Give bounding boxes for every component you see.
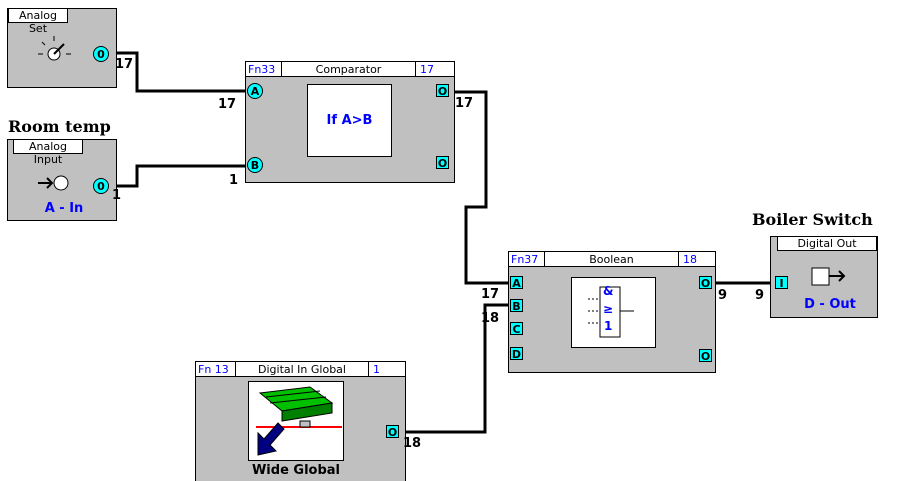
boolean-out-port-2[interactable]: O: [699, 349, 712, 363]
boolean-fn: Fn37: [509, 252, 545, 266]
digital-in-global-out-port[interactable]: O: [386, 425, 399, 439]
digital-out-title: Digital Out: [777, 236, 877, 251]
boolean-out-value: 9: [718, 288, 728, 303]
digital-in-global-num: 1: [373, 363, 380, 376]
analog-input-out-port[interactable]: 0: [93, 178, 109, 194]
wire-global-to-boolean-b: [404, 303, 509, 434]
boolean-port-b[interactable]: B: [510, 299, 523, 313]
comparator-in-a-value: 17: [218, 97, 237, 112]
wire-comparator-to-boolean-a: [453, 90, 509, 285]
wire-analog-set-to-comparator-a: [113, 51, 247, 93]
digital-in-global-header: Fn 13 Digital In Global 1: [196, 362, 405, 377]
digital-out-in-value: 9: [755, 288, 765, 303]
comparator-expression: If A>B: [326, 113, 373, 128]
boolean-in-a-value: 17: [481, 287, 500, 302]
analog-set-title: Analog Set: [8, 8, 68, 35]
gate-one-symbol: 1: [604, 319, 613, 333]
comparator-num: 17: [420, 63, 434, 76]
boolean-header: Fn37 Boolean 18: [509, 252, 715, 267]
global-network-icon: [256, 386, 342, 456]
analog-set-out-port[interactable]: 0: [93, 46, 109, 62]
boolean-port-c[interactable]: C: [510, 322, 523, 336]
wire-analog-input-to-comparator-b: [113, 164, 247, 188]
comparator-port-b[interactable]: B: [247, 157, 263, 173]
digital-in-global-label: Wide Global: [251, 463, 341, 478]
boiler-switch-label: Boiler Switch: [752, 210, 873, 229]
boolean-out-port-1[interactable]: O: [699, 276, 712, 290]
comparator-port-a[interactable]: A: [247, 83, 263, 99]
comparator-out-value: 17: [455, 96, 474, 111]
output-arrow-icon: [811, 267, 846, 286]
gate-ge-symbol: ≥: [603, 302, 614, 316]
sensor-icon: [38, 175, 69, 191]
comparator-expression-box: [307, 84, 392, 157]
boolean-num: 18: [683, 253, 697, 266]
dial-icon: [38, 36, 71, 61]
digital-out-in-port[interactable]: I: [775, 276, 788, 290]
comparator-out-port-2[interactable]: O: [436, 156, 449, 170]
boolean-port-a[interactable]: A: [510, 276, 523, 290]
comparator-out-port-1[interactable]: O: [436, 84, 449, 98]
analog-set-out-value: 17: [115, 57, 134, 72]
boolean-title: Boolean: [545, 252, 679, 266]
boolean-in-b-value: 18: [481, 311, 500, 326]
logic-gate-icon: [588, 286, 634, 338]
analog-input-out-value: 1: [112, 188, 122, 203]
comparator-header: Fn33 Comparator 17: [246, 62, 454, 77]
gate-and-symbol: &: [603, 284, 614, 298]
comparator-fn: Fn33: [246, 62, 282, 76]
comparator-title: Comparator: [282, 62, 416, 76]
comparator-in-b-value: 1: [229, 173, 239, 188]
digital-in-global-fn: Fn 13: [196, 362, 236, 376]
digital-in-global-out-value: 18: [403, 436, 422, 451]
analog-input-title: Analog Input: [13, 139, 83, 166]
analog-input-label: A - In: [44, 201, 84, 216]
boolean-port-d[interactable]: D: [510, 347, 523, 361]
digital-out-label: D - Out: [804, 297, 856, 312]
digital-in-global-title: Digital In Global: [236, 362, 369, 376]
room-temp-label: Room temp: [8, 117, 111, 136]
